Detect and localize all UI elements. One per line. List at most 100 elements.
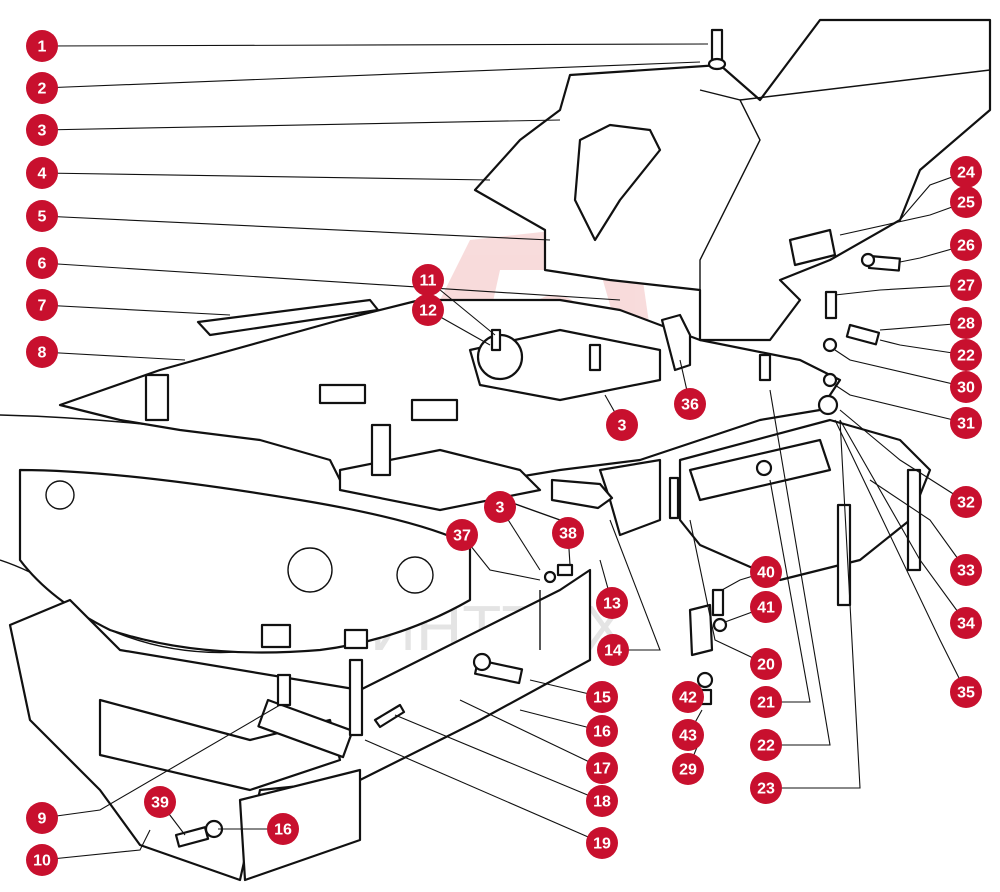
callout-label: 27 [957,278,975,295]
callout-marker [586,827,618,859]
callout-c12: 12 [412,294,444,326]
callout-label: 14 [604,643,622,660]
callout-label: 15 [593,690,611,707]
callout-c16b: 16 [267,813,299,845]
callout-layer: 1234567891011123313141516161718192021222… [26,30,982,876]
callout-label: 26 [957,238,975,255]
callout-marker [446,519,478,551]
callout-marker [672,681,704,713]
callout-c3a: 3 [26,114,58,146]
callout-c7: 7 [26,289,58,321]
callout-label: 7 [38,298,47,315]
callout-c8: 8 [26,336,58,368]
callout-marker [144,786,176,818]
callout-c38: 38 [552,517,584,549]
callout-label: 28 [957,316,975,333]
callout-marker [950,307,982,339]
callout-label: 10 [33,853,51,870]
callout-label: 22 [957,348,975,365]
callout-label: 16 [274,822,292,839]
callout-c26: 26 [950,229,982,261]
callout-marker [950,676,982,708]
callout-marker [26,200,58,232]
callout-label: 6 [38,256,47,273]
callout-c14: 14 [597,634,629,666]
callout-c24: 24 [950,156,982,188]
callout-c23: 23 [750,772,782,804]
callout-marker [950,269,982,301]
callout-marker [586,785,618,817]
callout-label: 37 [453,528,471,545]
callout-c28: 28 [950,307,982,339]
callout-c4: 4 [26,157,58,189]
callout-label: 32 [957,495,975,512]
callout-c41: 41 [750,591,782,623]
callout-marker [586,681,618,713]
callout-marker [26,157,58,189]
callout-marker [950,229,982,261]
callout-c32: 32 [950,486,982,518]
hardware [174,28,901,848]
callout-marker [950,607,982,639]
callout-marker [606,409,638,441]
callout-c29: 29 [672,753,704,785]
callout-label: 29 [679,762,697,779]
callout-c21: 21 [750,686,782,718]
callout-c2: 2 [26,72,58,104]
callout-marker [26,289,58,321]
callout-label: 1 [38,39,47,56]
callout-marker [750,591,782,623]
callout-label: 24 [957,165,975,182]
callout-label: 11 [420,273,437,290]
callout-marker [950,186,982,218]
callout-c35: 35 [950,676,982,708]
callout-c42: 42 [672,681,704,713]
callout-marker [950,339,982,371]
callout-c43: 43 [672,719,704,751]
callout-c10: 10 [26,844,58,876]
callout-label: 31 [957,416,975,433]
callout-c11: 11 [412,264,444,296]
callout-label: 18 [593,794,611,811]
callout-marker [950,486,982,518]
callout-marker [412,264,444,296]
callout-label: 8 [38,345,47,362]
callout-label: 21 [757,695,775,712]
callout-marker [596,587,628,619]
callout-marker [484,491,516,523]
callout-marker [597,634,629,666]
callout-label: 35 [957,685,975,702]
callout-c13: 13 [596,587,628,619]
callout-label: 41 [757,600,775,617]
callout-label: 12 [419,303,437,320]
callout-c27: 27 [950,269,982,301]
callout-c3b: 3 [606,409,638,441]
callout-marker [586,752,618,784]
callout-label: 39 [151,795,169,812]
callout-c30: 30 [950,371,982,403]
callout-label: 42 [679,690,697,707]
callout-label: 16 [593,724,611,741]
callout-label: 3 [496,500,505,517]
callout-label: 22 [757,738,775,755]
callout-c34: 34 [950,607,982,639]
callout-label: 2 [38,81,47,98]
mounting-plate [58,298,842,537]
callout-label: 25 [957,195,975,212]
callout-marker [750,556,782,588]
callout-label: 33 [957,563,975,580]
callout-marker [267,813,299,845]
callout-label: 4 [38,166,47,183]
callout-c17: 17 [586,752,618,784]
callout-label: 3 [38,123,47,140]
callout-marker [552,517,584,549]
callout-marker [586,715,618,747]
callout-label: 36 [681,397,699,414]
callout-marker [950,156,982,188]
callout-c9: 9 [26,802,58,834]
callout-label: 13 [603,596,621,613]
callout-label: 9 [38,811,47,828]
callout-label: 23 [757,781,775,798]
callout-label: 3 [618,418,627,435]
